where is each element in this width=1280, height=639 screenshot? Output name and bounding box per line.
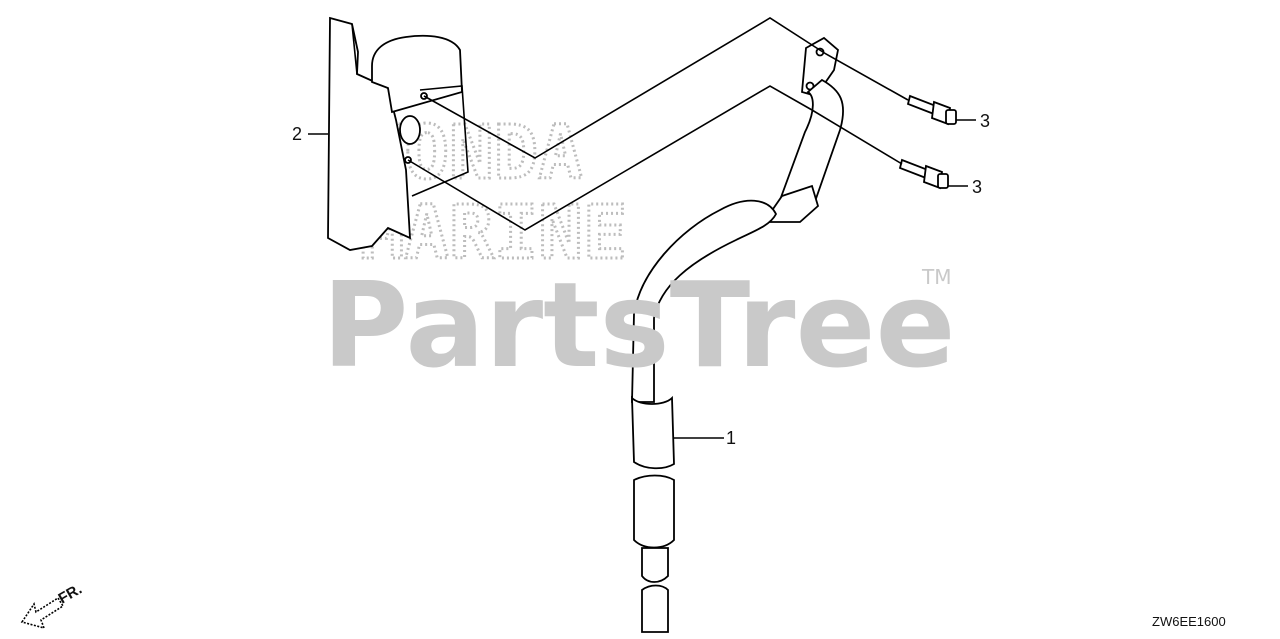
reference-lines	[308, 17, 976, 439]
callout-3-lower: 3	[972, 177, 982, 197]
part-3-bolt-lower	[898, 158, 949, 190]
front-arrow-icon: FR.	[20, 581, 85, 630]
watermark-tm: TM	[921, 265, 951, 289]
callout-1: 1	[726, 428, 736, 448]
part-2-protector	[327, 16, 469, 251]
watermark-brand: PartsTree	[322, 256, 956, 394]
callout-2: 2	[292, 124, 302, 144]
diagram-code: ZW6EE1600	[1152, 614, 1226, 629]
partstree-watermark: PartsTree TM	[322, 256, 956, 394]
part-1-pipe	[631, 36, 844, 633]
callout-3-upper: 3	[980, 111, 990, 131]
part-3-bolt-upper	[906, 94, 957, 126]
